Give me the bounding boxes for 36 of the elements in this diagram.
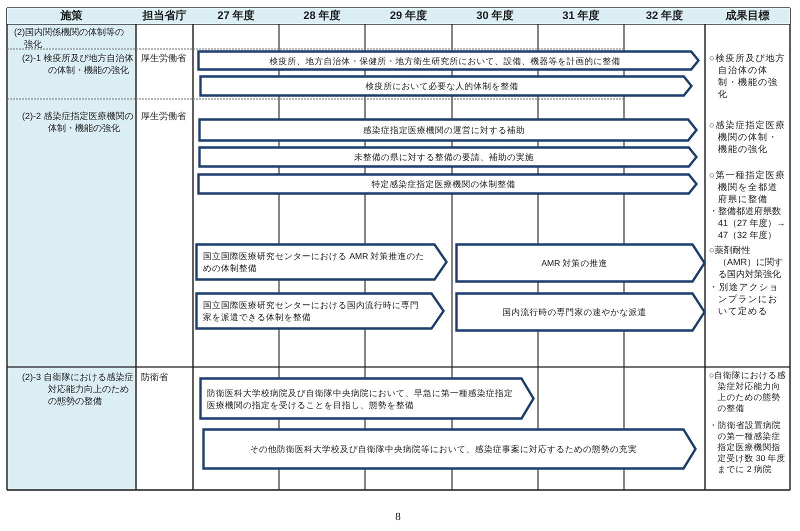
header-cell: 31 年度 <box>538 8 624 24</box>
measure-text: (2)-3 自衛隊における感染症対応能力向上のための態勢の整備 <box>22 371 134 407</box>
goal-text: ○自衛隊における感染症対応能力向上のための態勢の整備 <box>709 370 788 414</box>
header-cell: 27 年度 <box>193 8 279 24</box>
schedule-bar: 国内流行時の専門家の速やかな派遣 <box>455 292 706 332</box>
schedule-bar: 特定感染症指定医療機関の体制整備 <box>197 173 698 195</box>
page-number: 8 <box>394 511 402 523</box>
ministry-text: 厚生労働省 <box>141 52 187 64</box>
header-cell: 32 年度 <box>624 8 705 24</box>
goal-text: ○薬剤耐性（AMR）に関する国内対策強化 <box>709 244 784 280</box>
goal-text: ○感染症指定医療機関の体制・機能の強化 <box>709 119 786 155</box>
header-cell: 施策 <box>7 8 136 24</box>
header-cell: 担当省庁 <box>136 8 193 24</box>
schedule-bar: 国立国際医療研究センターにおける国内流行時に専門家を派遣できる体制を整備 <box>195 292 445 330</box>
header-cell: 28 年度 <box>279 8 365 24</box>
schedule-bar: 感染症指定医療機関の運営に対する補助 <box>198 118 698 142</box>
goal-text: ・整備都道府県数 41（27 年度）→ 47（32 年度） <box>709 205 787 241</box>
schedule-bar: 未整備の県に対する整備の要請、補助の実施 <box>198 146 698 168</box>
goal-text: ・別途アクションプランにおいて定める <box>709 281 780 317</box>
measure-text: (2)-1 検疫所及び地方自治体の体制・機能の強化 <box>22 52 134 76</box>
schedule-bar: 検疫所、地方自治体・保健所・地方衛生研究所において、設備、機器等を計画的に整備 <box>197 50 700 71</box>
ministry-text: 厚生労働省 <box>141 110 187 122</box>
header-cell: 29 年度 <box>365 8 452 24</box>
schedule-bar: 防衛医科大学校病院及び自衛隊中央病院において、早急に第一種感染症指定医療機関の指定を受けることを目指し、態勢を整備 <box>199 377 535 420</box>
header-cell: 成果目標 <box>705 8 790 24</box>
ministry-text: 防衛省 <box>141 371 169 383</box>
measure-text: (2)-2 感染症指定医療機関の体制・機能の強化 <box>22 110 134 134</box>
schedule-bar: 検疫所において必要な人的体制を整備 <box>199 75 693 97</box>
header-cell: 30 年度 <box>452 8 538 24</box>
goal-text: ・防衛省設置病院の第一種感染症指定医療機関指定受け数 30 年度までに 2 病院 <box>709 420 787 475</box>
measure-text: (2)国内関係機関の体制等の強化 <box>14 26 125 50</box>
schedule-bar: AMR 対策の推進 <box>455 243 706 283</box>
schedule-bar: 国立国際医療研究センターにおける AMR 対策推進のための体制整備 <box>195 243 448 281</box>
schedule-bar: その他防衛医科大学校及び自衛隊中央病院等において、感染症事案に対応するための態勢の充実 <box>202 428 697 470</box>
goal-text: ○検疫所及び地方自治体の体制・機能の強化 <box>709 52 786 100</box>
goal-text: ○第一種指定医療機関を全都道府県に整備 <box>709 169 786 205</box>
